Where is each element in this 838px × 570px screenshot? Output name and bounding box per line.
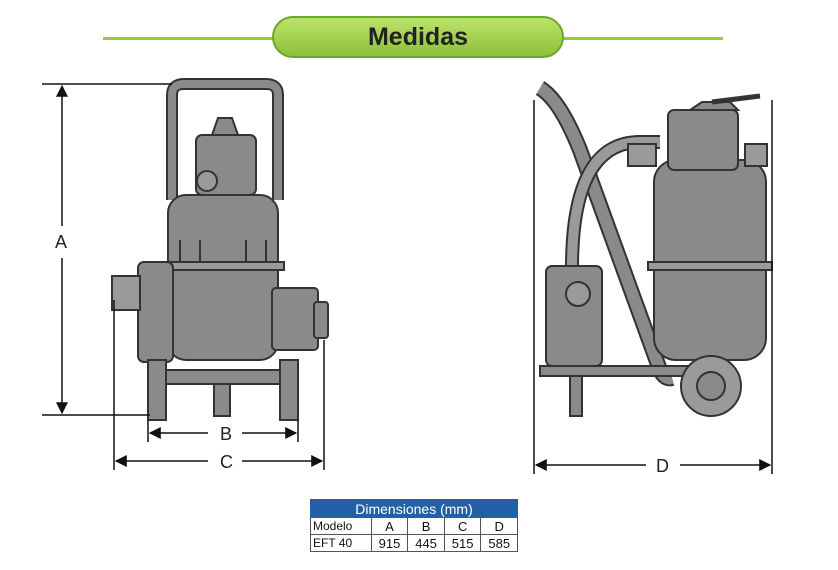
table-header-cell: C <box>443 517 482 535</box>
dimension-drawing: A B C D <box>42 78 773 476</box>
table-header-cell: B <box>407 517 445 535</box>
table-caption: Dimensiones (mm) <box>310 499 518 518</box>
table-cell: 515 <box>443 534 482 552</box>
table-cell: EFT 40 <box>310 534 372 552</box>
table-header-cell: A <box>370 517 409 535</box>
table-header-row: Modelo A B C D <box>310 517 518 535</box>
front-view-equipment <box>111 78 329 421</box>
dimension-a-label: A <box>55 232 67 252</box>
dimensions-table: Dimensiones (mm) Modelo A B C D EFT 40 9… <box>310 499 518 552</box>
table-row: EFT 40 915 445 515 585 <box>310 534 518 552</box>
table-cell: 915 <box>370 534 409 552</box>
header-badge: Medidas <box>272 16 564 58</box>
table-header-cell: Modelo <box>310 517 372 535</box>
dimension-lines <box>42 83 773 474</box>
page-title: Medidas <box>367 23 469 51</box>
dimension-d-label: D <box>656 456 669 476</box>
dimension-b-label: B <box>220 424 232 444</box>
dimension-c-label: C <box>220 452 233 472</box>
table-cell: 585 <box>480 534 518 552</box>
table-cell: 445 <box>407 534 445 552</box>
table-header-cell: D <box>480 517 518 535</box>
side-view-equipment <box>535 81 773 417</box>
